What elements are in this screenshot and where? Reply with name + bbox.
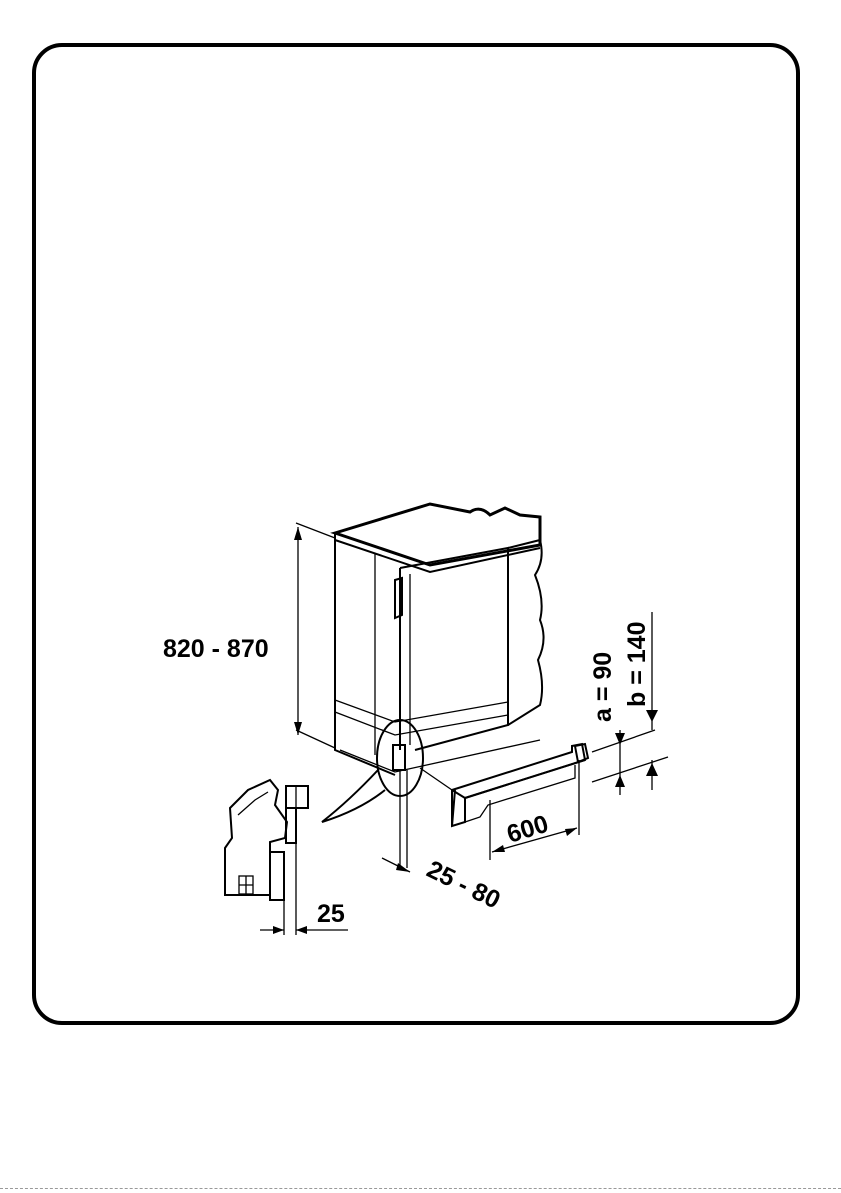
section-detail [225, 780, 308, 935]
page-edge-rule [0, 1188, 841, 1189]
plinth-width-label: 600 [504, 810, 552, 849]
height-dimension: 820 - 870 [163, 523, 335, 748]
height-range-label: 820 - 870 [163, 635, 269, 663]
panel-gap-label: 25 [317, 900, 345, 928]
b-label: b = 140 [623, 622, 651, 707]
a-label: a = 90 [589, 652, 617, 722]
appliance-body [335, 504, 544, 775]
ab-dimensions: a = 90 b = 140 [589, 612, 668, 795]
panel-gap-dimension: 25 [260, 900, 348, 934]
detail-callout [322, 720, 423, 868]
plinth-panel [420, 744, 588, 826]
depth-offset-label: 25 - 80 [422, 855, 504, 914]
